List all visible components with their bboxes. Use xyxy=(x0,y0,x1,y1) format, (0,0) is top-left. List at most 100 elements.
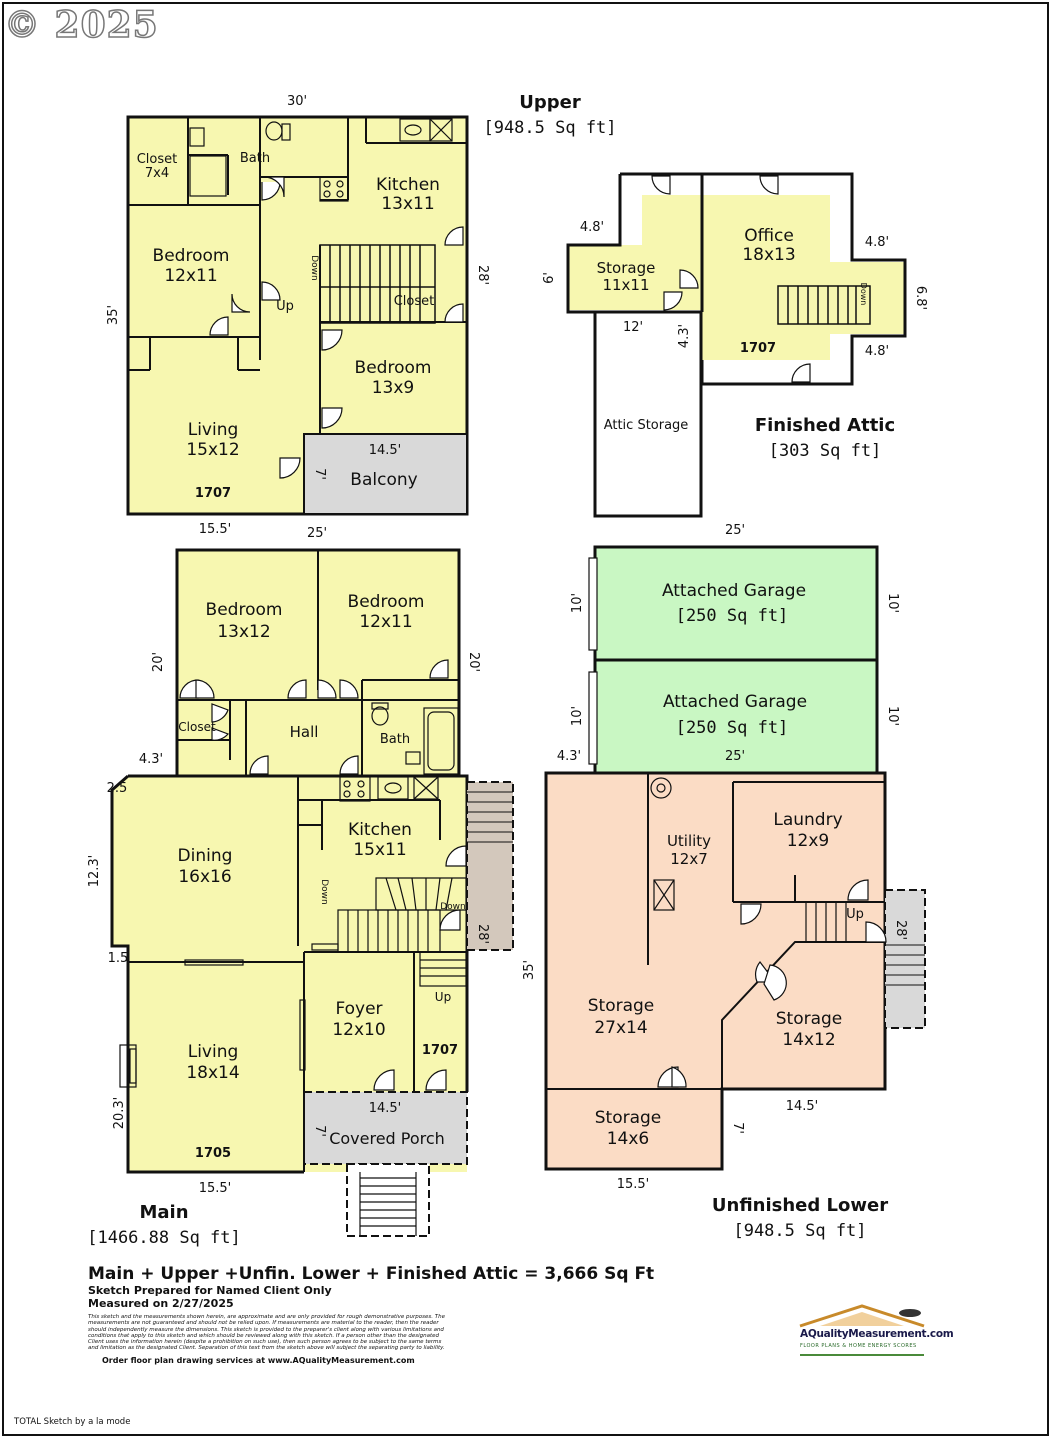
stair-label: Down xyxy=(319,879,329,905)
main-floor xyxy=(110,548,514,1237)
order-link-text: Order floor plan drawing services at www… xyxy=(102,1355,415,1365)
dimension: 10' xyxy=(885,593,900,613)
room-labels: Closet 7x4 Bath Kitchen 13x11 Bedroom 12… xyxy=(137,151,868,1161)
garage-floor xyxy=(588,545,879,775)
room-label: Bedroom xyxy=(153,246,230,266)
dimension: 25' xyxy=(725,749,745,764)
dimension: 15.5' xyxy=(199,522,232,537)
stair-label: Down xyxy=(440,902,466,912)
upper-balcony xyxy=(303,433,468,515)
dimension: 14.5' xyxy=(369,1101,402,1116)
room-label: 12x7 xyxy=(670,850,708,868)
room-label: [250 Sq ft] xyxy=(676,718,789,738)
upper-floor-area: [948.5 Sq ft] xyxy=(483,118,617,138)
room-label: Closet xyxy=(137,152,178,167)
attic-floor-title: Finished Attic xyxy=(754,415,896,436)
dimension: 30' xyxy=(287,94,307,109)
dimension: 14.5' xyxy=(786,1099,819,1114)
room-label: Closet xyxy=(178,720,216,734)
company-logo-graphic xyxy=(799,1304,925,1356)
room-label: 11x11 xyxy=(602,276,649,294)
stair-label: Up xyxy=(435,990,451,1004)
room-label: Covered Porch xyxy=(329,1129,445,1148)
dimension: 20.3' xyxy=(112,1097,127,1130)
attic-floor xyxy=(566,172,907,518)
dimension: 4.3' xyxy=(139,752,163,767)
company-logo-subtitle: FLOOR PLANS & HOME ENERGY SCORES xyxy=(800,1343,917,1349)
dimension: 6' xyxy=(542,272,557,284)
sketch-software-credit: TOTAL Sketch by a la mode xyxy=(14,1417,131,1427)
room-label: 13x12 xyxy=(217,622,270,642)
lower-floor-area: [948.5 Sq ft] xyxy=(733,1221,867,1241)
room-label: Living xyxy=(188,1042,239,1062)
room-label: Living xyxy=(188,420,239,440)
dimension: 10' xyxy=(570,706,585,726)
dimension: 4.3' xyxy=(677,324,692,348)
dimension: 28' xyxy=(893,920,908,940)
room-label: 16x16 xyxy=(178,867,231,887)
lower-floor xyxy=(544,771,926,1171)
room-label: Bath xyxy=(240,151,270,166)
dimension: 7' xyxy=(730,1122,745,1134)
dimension: 35' xyxy=(106,305,121,325)
stair-label: Down xyxy=(859,283,868,306)
stair-label: Up xyxy=(276,299,294,314)
dimension: 1.5 xyxy=(108,951,129,966)
dimension: 14.5' xyxy=(369,443,402,458)
room-label: 12x10 xyxy=(332,1020,385,1040)
room-label: Attached Garage xyxy=(663,692,807,712)
room-label: 13x11 xyxy=(381,194,434,214)
prepared-note: Sketch Prepared for Named Client Only xyxy=(88,1284,332,1297)
room-label: Attic Storage xyxy=(604,418,689,433)
room-label: Dining xyxy=(178,846,233,866)
upper-floor xyxy=(126,115,469,516)
dimension: 10' xyxy=(885,706,900,726)
room-label: 18x13 xyxy=(742,245,795,265)
dimension: 4.8' xyxy=(580,220,604,235)
room-label: 15x11 xyxy=(353,840,406,860)
room-label: Bedroom xyxy=(355,358,432,378)
room-label: Balcony xyxy=(350,470,417,490)
dimension: 28' xyxy=(475,265,490,285)
disclaimer-text: This sketch and the measurements shown h… xyxy=(88,1314,445,1352)
measured-date: Measured on 2/27/2025 xyxy=(88,1297,234,1310)
room-label: 12x9 xyxy=(787,831,830,851)
main-floor-title: Main xyxy=(139,1202,189,1223)
room-label: Storage xyxy=(588,996,655,1016)
stair-label: Up xyxy=(846,907,864,922)
footer-notes: Main + Upper +Unfin. Lower + Finished At… xyxy=(88,1264,708,1365)
dimension: 25' xyxy=(725,523,745,538)
dimension: 12.3' xyxy=(87,855,102,888)
copyright-watermark: © 2025 xyxy=(3,3,159,47)
dimension: 20' xyxy=(151,652,166,672)
dimension: 4.8' xyxy=(865,344,889,359)
room-label: Bedroom xyxy=(206,600,283,620)
dimension: 15.5' xyxy=(199,1181,232,1196)
room-label: 27x14 xyxy=(594,1018,647,1038)
dimension: 35' xyxy=(522,960,537,980)
room-label: Closet xyxy=(394,294,435,309)
room-label: Foyer xyxy=(335,999,382,1019)
lower-floor-title: Unfinished Lower xyxy=(711,1195,889,1216)
main-floor-area: [1466.88 Sq ft] xyxy=(87,1228,241,1248)
dimension: 4.8' xyxy=(865,235,889,250)
dimension: 7' xyxy=(312,1125,327,1137)
room-label: Office xyxy=(744,226,794,246)
dimension: 15.5' xyxy=(617,1177,650,1192)
room-label: Bedroom xyxy=(348,592,425,612)
room-label: 14x12 xyxy=(782,1030,835,1050)
attic-floor-area: [303 Sq ft] xyxy=(768,441,882,461)
room-label: 14x6 xyxy=(607,1129,650,1149)
room-label: [250 Sq ft] xyxy=(676,606,789,626)
unit-number: 1707 xyxy=(195,486,231,501)
room-label: Bath xyxy=(380,732,410,747)
stair-label: Down xyxy=(309,255,319,281)
dimension: 10' xyxy=(570,593,585,613)
unit-number: 1707 xyxy=(422,1043,458,1058)
room-label: 12x11 xyxy=(359,612,412,632)
dimension: 25' xyxy=(307,526,327,541)
room-label: 18x14 xyxy=(186,1063,239,1083)
room-label: 12x11 xyxy=(164,266,217,286)
unit-number: 1705 xyxy=(195,1146,231,1161)
